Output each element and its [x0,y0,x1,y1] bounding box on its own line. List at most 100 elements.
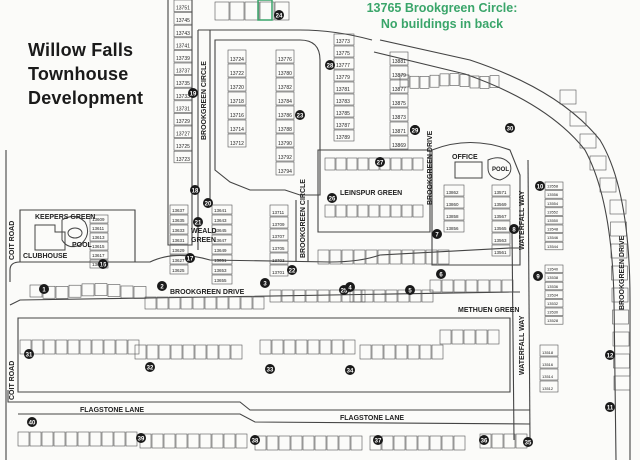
unit-box [389,121,409,136]
methuen-green-label: METHUEN GREEN [458,307,519,314]
unit-number: 13540 [547,267,559,272]
unit-number: 13733 [176,94,190,100]
amenity-shapes [34,157,512,251]
building-number: 7 [435,232,439,238]
unit-box [390,157,402,171]
unit-box [192,296,205,310]
unit-box [329,249,342,265]
unit-box [487,329,500,345]
unit-box [169,234,189,245]
unit-number: 13860 [446,202,459,207]
unit-box [55,286,69,299]
unit-box [443,196,465,209]
unit-number: 13788 [278,127,292,133]
clubhouse-building [34,224,66,251]
unit-number: 13789 [336,135,350,141]
unit-number: 13546 [547,235,559,240]
unit-box [211,234,233,245]
brookgreen-circle-left-label: BROOKGREEN CIRCLE [201,61,208,140]
unit-box [227,77,247,92]
unit-box [275,133,295,148]
unit-number: 13554 [547,201,559,206]
unit-box [361,289,374,303]
building-number-marker [605,402,615,412]
unit-box [431,344,444,360]
unit-box [544,316,564,325]
building-number-marker [373,435,383,445]
unit-box [539,344,559,357]
note-line-1: 13765 Brookgreen Circle: [366,1,518,15]
unit-box [244,1,260,21]
unit-box [389,65,409,80]
unit-box [544,299,564,308]
pool-right-shape [487,157,512,181]
unit-number: 13877 [392,87,406,93]
unit-box [437,249,450,265]
unit-number: 13651 [214,258,227,263]
unit-number: 13613 [92,235,105,240]
office-building [454,161,483,179]
unit-box [216,296,229,310]
building-number: 38 [252,438,259,444]
unit-box [451,329,464,345]
unit-box [211,274,233,285]
building-number: 35 [525,440,532,446]
unit-box [275,49,295,64]
building-number: 36 [481,438,488,444]
unit-box [79,339,92,355]
unit-box [489,279,502,293]
unit-box [429,74,440,88]
unit-box [463,329,476,345]
unit-box [173,150,193,164]
brookgreen-drive-road-inner [9,291,520,306]
unit-box [180,296,193,310]
unit-box [259,339,272,355]
unit-box [230,344,243,360]
unit-box [187,433,200,449]
unit-box [407,344,420,360]
unit-box [156,296,169,310]
unit-box [343,339,356,355]
unit-box [479,76,490,89]
unit-box [491,433,504,449]
building-number-marker [509,224,519,234]
unit-box [67,339,80,355]
unit-box [443,184,465,197]
building-number: 5 [408,288,412,294]
unit-box [17,431,30,447]
unit-box [459,74,470,87]
building-number-marker [27,417,37,427]
flagstone-lane-road-inner [18,413,531,425]
unit-number: 13781 [336,87,350,93]
unit-box [397,289,410,303]
building-number-marker [39,284,49,294]
building-number-marker [405,285,415,295]
unit-box [544,241,564,251]
unit-number: 13647 [214,238,227,243]
unit-number: 13716 [230,113,244,119]
unit-box [211,204,233,215]
brookgreen-drive-right-label: BROOKGREEN DRIVE [427,130,434,205]
unit-box [417,435,430,451]
unit-number: 13563 [494,238,507,243]
unit-box [425,249,438,265]
unit-number: 13528 [547,318,559,323]
unit-box [368,204,380,218]
brookgreen-drive-label: BROOKGREEN DRIVE [170,289,245,296]
unit-box [211,254,233,265]
building-number-marker [479,435,489,445]
unit-number: 13649 [214,248,227,253]
unit-box [290,435,303,451]
unit-box [346,204,358,218]
unit-box [275,77,295,92]
unit-box [227,119,247,134]
unit-box [453,435,466,451]
waterfall-way-road [527,159,531,441]
unit-box [469,75,480,89]
building-number-marker [345,365,355,375]
building-number: 2 [160,284,164,290]
unit-box [544,216,564,225]
unit-number: 13881 [392,59,406,65]
unit-box [579,133,597,149]
